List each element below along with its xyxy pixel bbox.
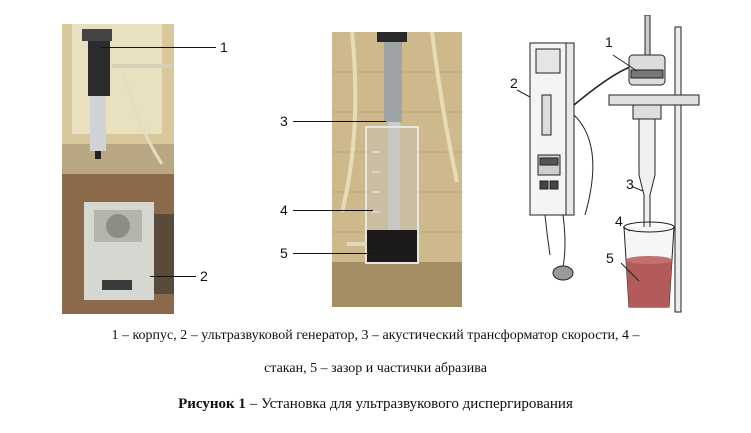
leader-line-3-middle [293,121,386,122]
leader-line-5-middle [293,253,373,254]
callout-3-right: 3 [626,176,634,192]
callout-4-middle: 4 [280,202,288,218]
callout-5-middle: 5 [280,245,288,261]
leader-line-4-middle [293,210,373,211]
photo-left-setup [62,24,174,314]
callout-1-left: 1 [220,39,228,55]
figure-setup: 1 2 [62,15,720,315]
schematic-image [516,15,700,313]
callout-1-right: 1 [605,34,613,50]
callout-5-right: 5 [606,250,614,266]
leader-line-1-left [100,47,216,48]
photo-middle-image [332,32,462,307]
callout-2-left: 2 [200,268,208,284]
callout-3-middle: 3 [280,113,288,129]
callout-2-right: 2 [510,75,518,91]
photo-middle-beaker [332,32,462,307]
caption-line-1: 1 – корпус, 2 – ультразвуковой генератор… [111,328,640,343]
figure-title: Рисунок 1 – Установка для ультразвуковог… [0,396,751,413]
schematic-drawing [505,15,720,315]
figure-title-text: – Установка для ультразвукового дисперги… [245,396,573,412]
photo-left-image [62,24,174,314]
figure-title-label: Рисунок 1 [178,396,246,412]
leader-line-2-left [150,276,196,277]
callout-4-right: 4 [615,213,623,229]
caption-line-2: стакан, 5 – зазор и частички абразива [264,361,487,376]
